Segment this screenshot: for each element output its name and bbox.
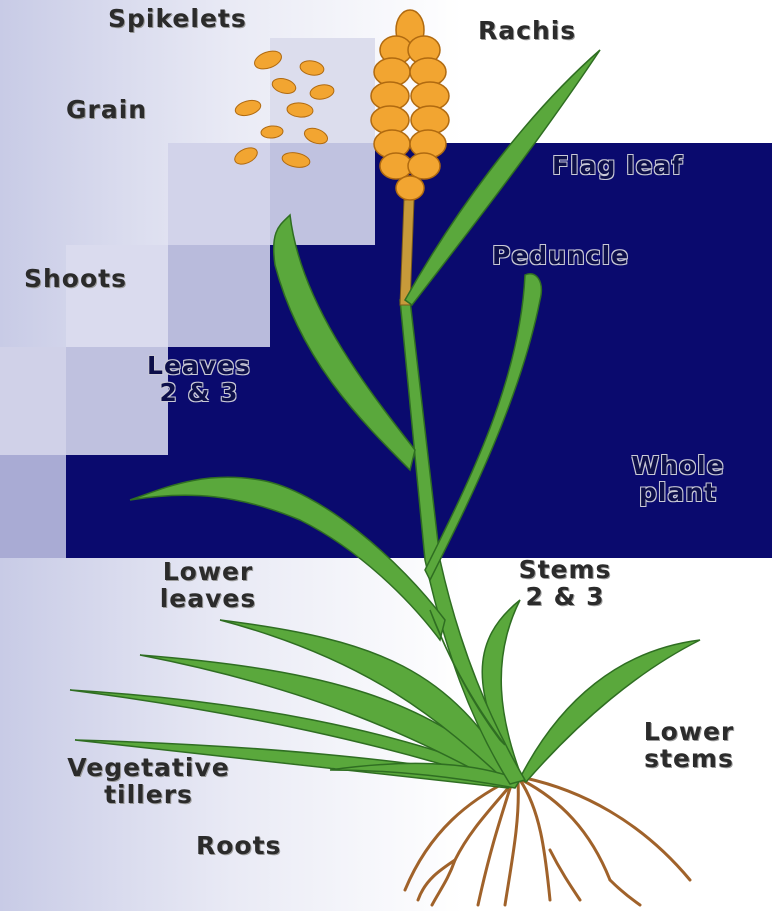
label-stems-2-3-line2: 2 & 3 xyxy=(480,583,650,610)
label-whole-plant-line1: Whole xyxy=(598,452,758,479)
label-grain: Grain xyxy=(66,96,147,123)
label-roots: Roots xyxy=(196,832,281,859)
label-whole-plant-line2: plant xyxy=(598,479,758,506)
label-lower-stems-line2: stems xyxy=(606,745,772,772)
label-leaves-2-3: Leaves 2 & 3 xyxy=(108,352,290,406)
label-stems-2-3: Stems 2 & 3 xyxy=(480,556,650,610)
label-stems-2-3-line1: Stems xyxy=(480,556,650,583)
roots-illustration xyxy=(405,778,690,905)
step-block xyxy=(168,245,270,347)
label-whole-plant: Whole plant xyxy=(598,452,758,506)
step-block xyxy=(0,347,66,455)
wheat-head-illustration xyxy=(371,10,449,200)
label-leaves-2-3-line2: 2 & 3 xyxy=(108,379,290,406)
label-shoots: Shoots xyxy=(24,265,127,292)
label-lower-stems: Lower stems xyxy=(606,718,772,772)
label-lower-leaves: Lower leaves xyxy=(118,558,298,612)
label-lower-leaves-line1: Lower xyxy=(118,558,298,585)
label-peduncle: Peduncle xyxy=(492,242,629,269)
label-lower-leaves-line2: leaves xyxy=(118,585,298,612)
label-lower-stems-line1: Lower xyxy=(606,718,772,745)
label-leaves-2-3-line1: Leaves xyxy=(108,352,290,379)
label-rachis: Rachis xyxy=(478,17,576,44)
label-vegetative-tillers-line1: Vegetative xyxy=(6,754,291,781)
label-flag-leaf: Flag leaf xyxy=(552,152,683,179)
step-block xyxy=(0,455,66,558)
label-vegetative-tillers: Vegetative tillers xyxy=(6,754,291,808)
label-vegetative-tillers-line2: tillers xyxy=(6,781,291,808)
step-block xyxy=(66,245,168,347)
label-spikelets: Spikelets xyxy=(108,5,247,32)
